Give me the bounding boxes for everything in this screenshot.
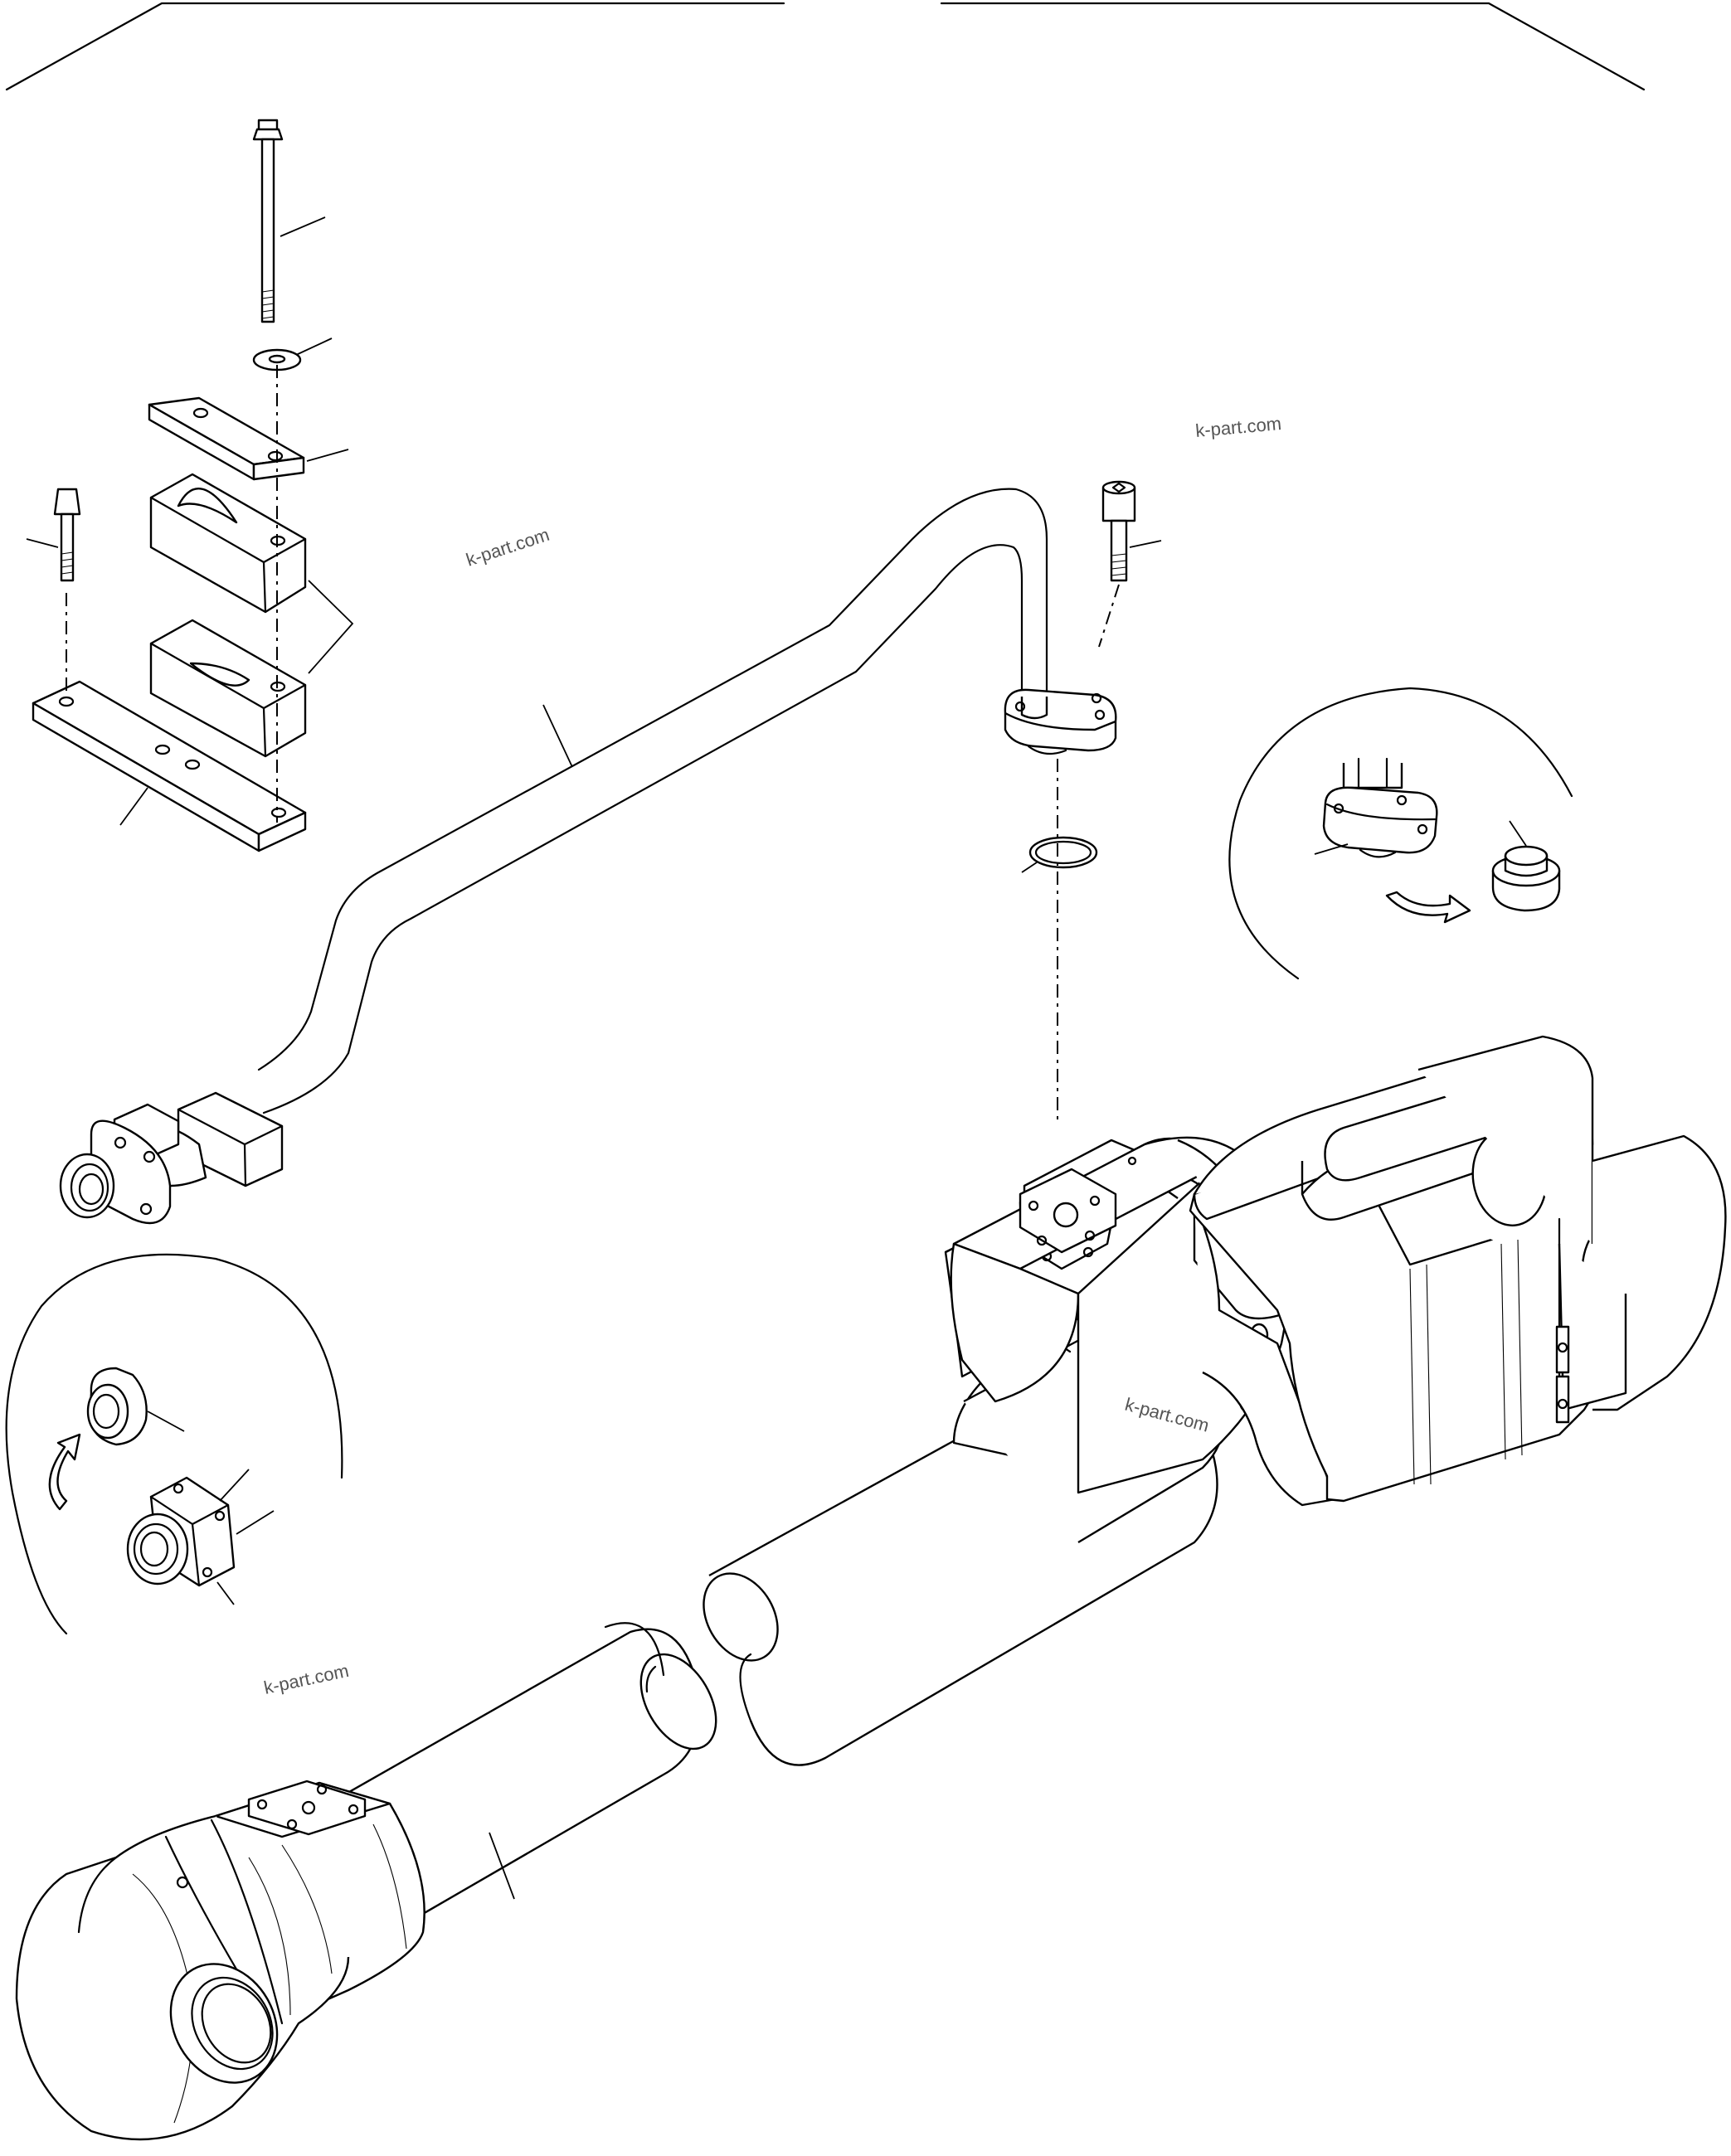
clamp-top-plate — [148, 396, 349, 481]
short-bolt — [26, 488, 81, 582]
washer — [252, 337, 333, 371]
watermark: k-part.com — [1194, 413, 1282, 441]
watermark: k-part.com — [262, 1660, 351, 1698]
detail-circle-left — [5, 1253, 343, 1635]
clamp-lower-half — [149, 580, 354, 758]
clamp-upper-half — [149, 473, 307, 614]
cylinder-base — [15, 1780, 515, 2141]
long-bolt — [252, 119, 326, 323]
pipe-end-fitting — [59, 1091, 284, 1225]
watermark: k-part.com — [464, 524, 552, 571]
pipe-flange — [1004, 688, 1117, 755]
cap-screw — [1101, 480, 1162, 582]
top-frame — [5, 2, 1646, 91]
detail-circle-right — [1228, 687, 1573, 980]
clevis-end — [1189, 1035, 1727, 1507]
clamp-base-plate — [32, 680, 307, 852]
o-ring — [1021, 836, 1098, 873]
hydraulic-pipe — [257, 488, 1048, 1114]
